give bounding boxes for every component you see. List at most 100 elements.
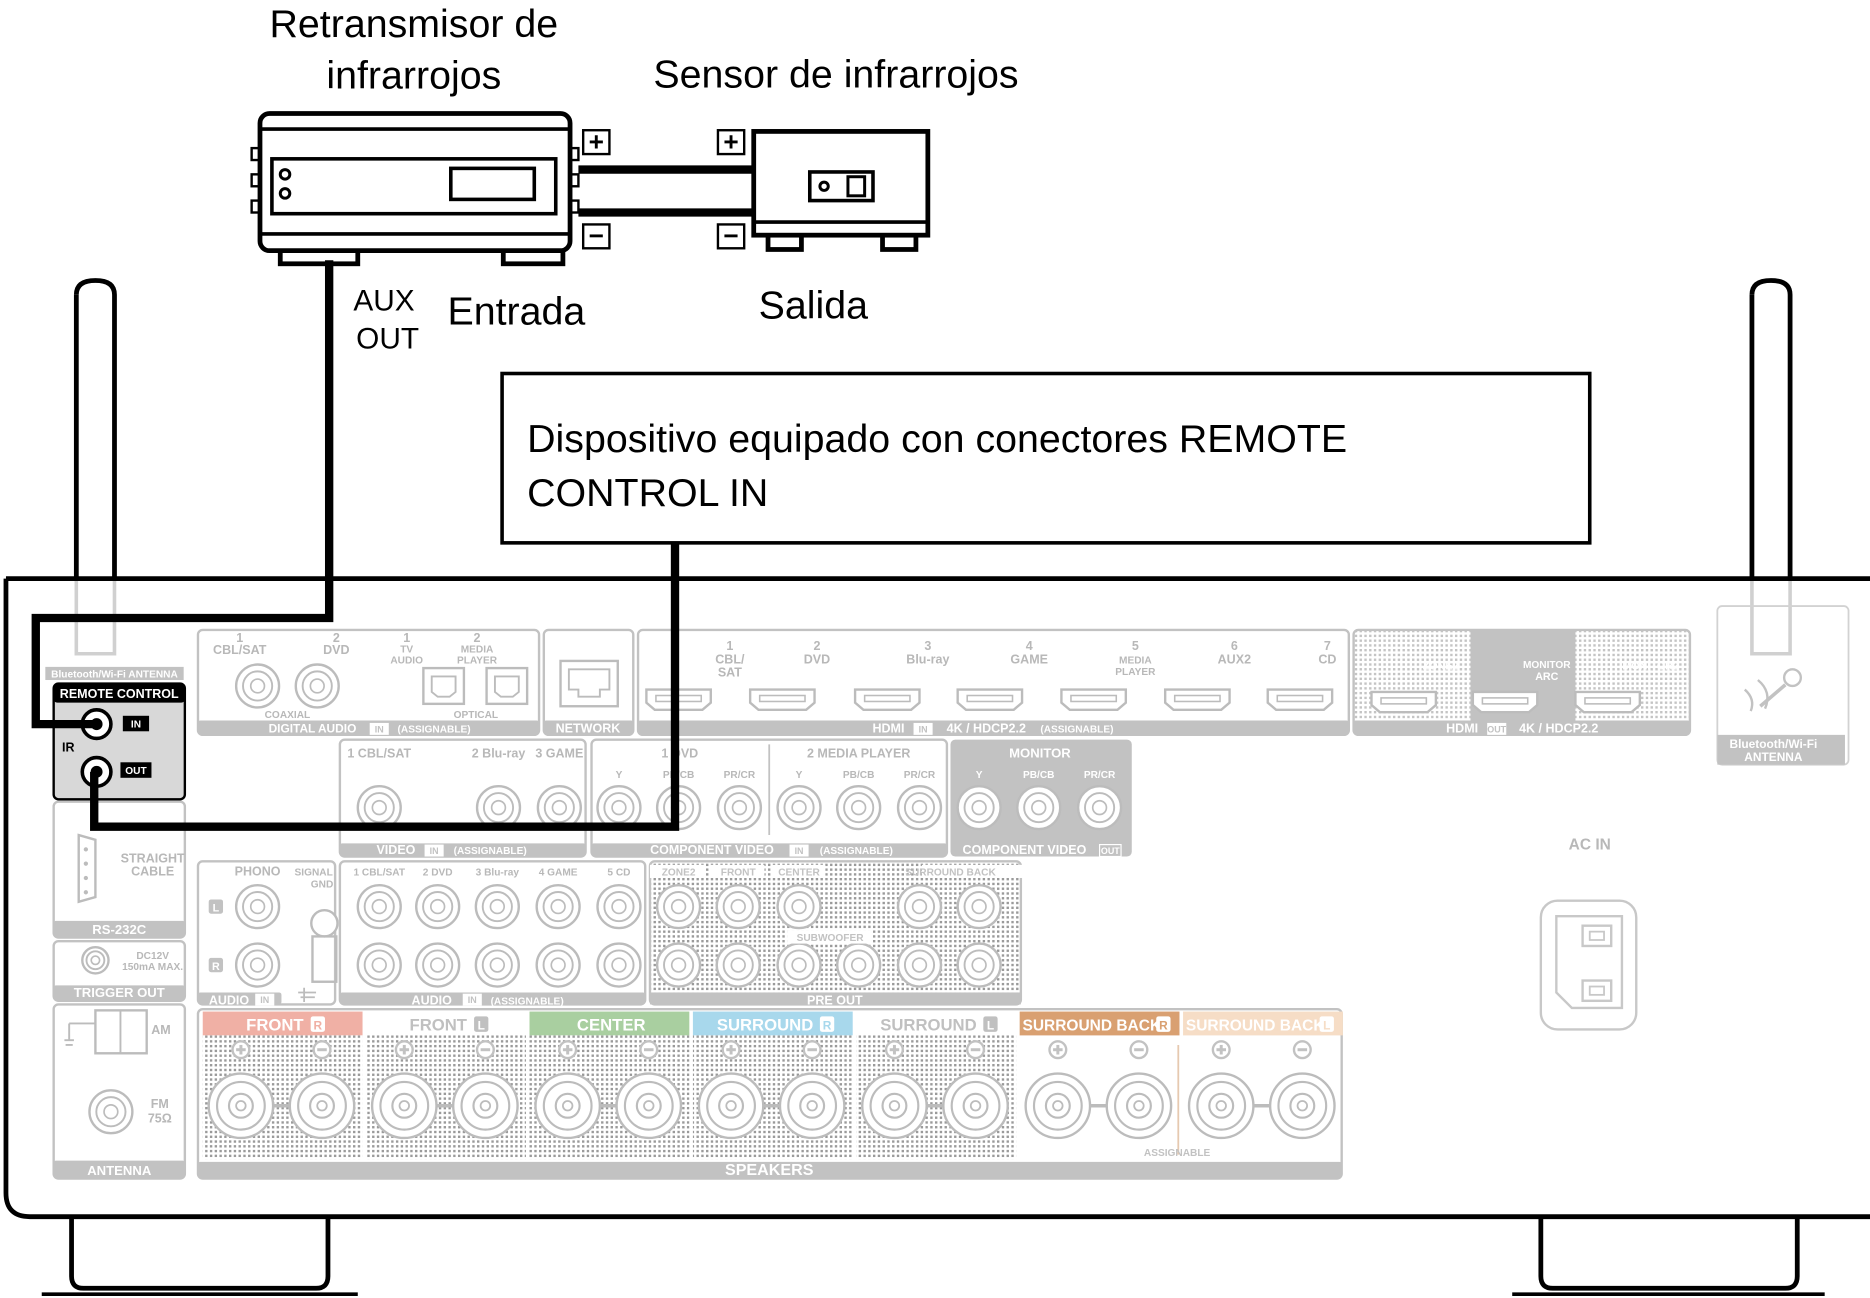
audio-input-label: 2 DVD	[423, 868, 453, 879]
rs232c-label-line2: CABLE	[131, 865, 174, 879]
jack-middle-ring	[903, 949, 936, 981]
component-jack	[836, 784, 882, 831]
speaker-channel: FRONT L	[366, 1011, 526, 1160]
terminal-ring	[623, 1080, 674, 1131]
hdmi-input-number: 3	[924, 639, 931, 653]
terminal-post	[472, 1092, 499, 1119]
digital-audio-input-name: DVD	[323, 643, 349, 657]
jack-center	[670, 898, 687, 915]
monitor-jack	[1076, 784, 1123, 831]
speaker-terminal	[778, 1072, 846, 1140]
jack-middle-ring	[903, 792, 936, 824]
jack-middle-ring	[363, 792, 395, 824]
jack-center	[791, 898, 807, 915]
terminal-hole	[479, 1100, 492, 1112]
callout-box: Dispositivo equipado con conectores REMO…	[500, 371, 1592, 545]
section-footer-bar	[197, 720, 540, 735]
polarity-mark	[394, 1040, 414, 1060]
hdmi-port	[1266, 688, 1334, 712]
video-input-label: 1 CBL/SAT	[347, 747, 411, 761]
hdmi-input-name: CD	[1318, 652, 1336, 666]
jack-center	[611, 898, 627, 915]
terminal-outer	[615, 1072, 683, 1140]
hdmi-input-name: Blu-ray	[906, 652, 949, 666]
hdmi-out-monitor: MONITOR	[1523, 660, 1571, 671]
speaker-channel-header	[692, 1011, 853, 1036]
tag-label: IN	[468, 995, 477, 1005]
polarity-mark	[558, 1040, 578, 1060]
terminal-ring	[297, 1080, 347, 1131]
sensor-label: Sensor de infrarrojos	[653, 52, 1018, 96]
speaker-terminal	[288, 1072, 356, 1140]
repeater-label-line1: Retransmisor de	[270, 2, 559, 46]
sensor-cable	[578, 165, 754, 217]
hdmi-pins	[863, 694, 911, 703]
terminal-outer	[697, 1072, 765, 1140]
polarity-mark	[312, 1040, 332, 1060]
pre-out-header: FRONT	[721, 868, 757, 879]
subwoofer-label: SUBWOOFER	[797, 933, 865, 944]
speaker-terminal	[370, 1072, 438, 1140]
am-label: AM	[151, 1023, 170, 1037]
tag-label: IN	[375, 724, 384, 734]
hdmi-pins	[1070, 694, 1118, 703]
polarity-mark	[802, 1040, 822, 1060]
sensor-plus-sign: +	[723, 126, 738, 156]
speaker-side-tag	[983, 1016, 998, 1032]
terminal-post	[881, 1092, 908, 1119]
pre-out-jack	[896, 883, 943, 930]
section-footer-bar	[638, 720, 1349, 735]
section-footer-bar	[591, 843, 947, 857]
hdmi-shell	[1574, 690, 1642, 714]
polarity-mark	[966, 1040, 986, 1060]
optical-label: OPTICAL	[454, 710, 498, 721]
antenna-right-label-line1: Bluetooth/Wi-Fi	[1729, 737, 1817, 751]
jack-middle-ring	[542, 891, 574, 923]
pre-out-header-bg	[649, 864, 705, 878]
phono-l-label: L	[213, 902, 220, 914]
jack-middle-ring	[242, 891, 274, 923]
remote-control-ir-label: IR	[62, 741, 75, 755]
fm-label-line2: 75Ω	[148, 1111, 172, 1125]
antenna-left-label: Bluetooth/Wi-Fi ANTENNA	[45, 666, 184, 681]
ground-symbol	[64, 1022, 96, 1046]
section-footer-bar	[1353, 720, 1690, 735]
speaker-terminal	[1268, 1072, 1336, 1140]
trigger-footer: TRIGGER OUT	[74, 985, 165, 1000]
terminal-ring	[1277, 1080, 1328, 1131]
speaker-side-label: L	[1323, 1018, 1330, 1032]
input-label: Entrada	[447, 290, 585, 334]
digital-audio-input-number: 2	[474, 631, 481, 645]
hdmi-out-zone2: ZONE2	[1423, 660, 1459, 672]
jack-middle-ring	[1023, 792, 1055, 824]
terminal-ring	[787, 1080, 838, 1131]
speaker-channel-name: FRONT	[410, 1016, 468, 1035]
jack-center	[611, 957, 627, 973]
terminal-outer	[942, 1072, 1009, 1140]
hdmi-input-number: 7	[1324, 639, 1331, 653]
terminal-hole	[1215, 1100, 1227, 1112]
hdmi-input-name: CBL/	[715, 652, 745, 666]
polarity-mark	[1048, 1040, 1068, 1060]
section-footer-bar	[53, 1160, 185, 1179]
jack-middle-ring	[783, 792, 815, 824]
terminal-post	[554, 1092, 581, 1119]
terminal-outer	[1268, 1072, 1336, 1140]
signal-gnd-screw	[310, 908, 339, 938]
jack-middle-ring	[422, 949, 454, 981]
jack-middle-ring	[603, 949, 635, 981]
jack-middle-ring	[663, 949, 695, 981]
component-group-label: 1 DVD	[661, 747, 698, 761]
digital-audio-input-name: AUDIO	[390, 655, 423, 666]
video-assignable: (ASSIGNABLE)	[454, 846, 527, 857]
hdmi-pins	[1173, 694, 1221, 703]
audio-input-label: 4 GAME	[539, 868, 578, 879]
hdmi-port	[748, 688, 816, 712]
terminal-outer	[778, 1072, 846, 1140]
jack-center	[911, 898, 928, 915]
terminal-hole	[806, 1100, 818, 1112]
ethernet-opening	[567, 668, 611, 698]
jack-middle-ring	[722, 949, 754, 981]
terminal-post	[718, 1092, 745, 1119]
